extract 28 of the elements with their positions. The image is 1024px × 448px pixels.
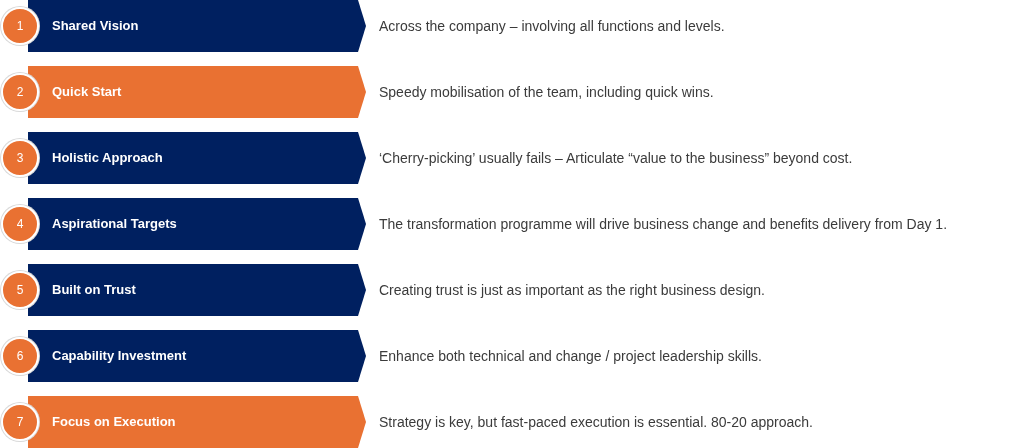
step-number-circle: 6 (1, 337, 39, 375)
description-text: Strategy is key, but fast-paced execution is essential. 80-20 approach. (379, 413, 813, 431)
chevron-banner (28, 396, 366, 448)
chevron-banner (28, 198, 366, 250)
chevron-banner (28, 132, 366, 184)
chevron-banner (28, 264, 366, 316)
step-number-circle: 4 (1, 205, 39, 243)
description-text: ‘Cherry-picking’ usually fails – Articulate “value to the business” beyond cost. (379, 149, 853, 167)
step-title: Capability Investment (52, 348, 187, 364)
step-title: Quick Start (52, 84, 122, 100)
step-number-circle: 2 (1, 73, 39, 111)
description-text: Enhance both technical and change / project leadership skills. (379, 347, 762, 365)
description-text: Across the company – involving all functions and levels. (379, 17, 725, 35)
step-number-circle: 5 (1, 271, 39, 309)
step-title: Shared Vision (52, 18, 139, 34)
step-number-circle: 1 (1, 7, 39, 45)
description-text: Creating trust is just as important as the right business design. (379, 281, 765, 299)
step-title: Aspirational Targets (52, 216, 177, 232)
step-title: Holistic Approach (52, 150, 163, 166)
chevron-banner (28, 0, 366, 52)
chevron-banner (28, 66, 366, 118)
description-text: The transformation programme will drive business change and benefits delivery from Day 1. (379, 215, 948, 233)
chevron-banner (28, 330, 366, 382)
description-text: Speedy mobilisation of the team, including quick wins. (379, 83, 714, 101)
step-number-circle: 3 (1, 139, 39, 177)
step-title: Built on Trust (52, 282, 136, 298)
step-number-circle: 7 (1, 403, 39, 441)
step-title: Focus on Execution (52, 414, 176, 430)
